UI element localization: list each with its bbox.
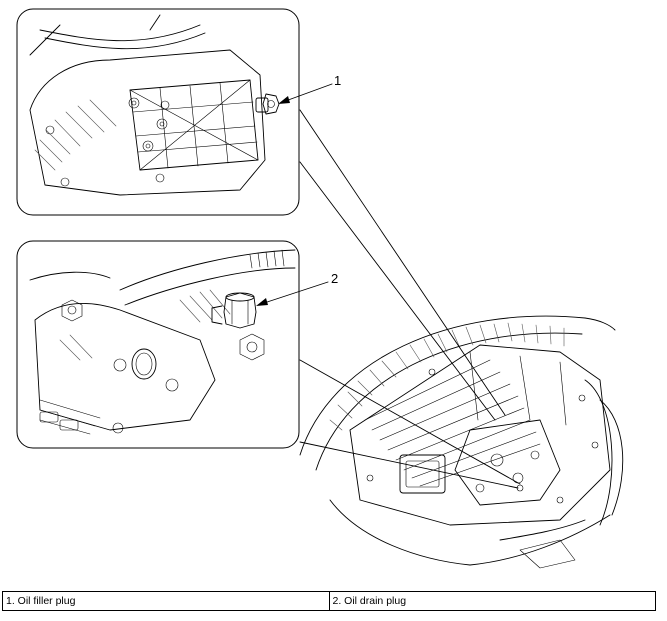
oil-filler-plug-part [255, 93, 280, 115]
vehicle-underbody-illustration [299, 315, 624, 569]
callout-number-2: 2 [331, 271, 338, 286]
parts-legend-table: 1. Oil filler plug 2. Oil drain plug [2, 591, 656, 611]
callout-arrow-2 [256, 281, 329, 306]
transmission-oil-plug-diagram: 1 2 [16, 8, 624, 569]
detail-panel-oil-drain-plug [16, 240, 300, 449]
legend-cell-oil-drain-plug: 2. Oil drain plug [328, 591, 656, 611]
legend-cell-oil-filler-plug: 1. Oil filler plug [2, 591, 330, 611]
oil-drain-plug-part [211, 292, 257, 329]
detail-leader-lines [299, 109, 521, 489]
callout-number-1: 1 [334, 73, 341, 88]
detail-panel-oil-filler-plug [16, 8, 300, 216]
callout-arrow-1 [278, 83, 333, 104]
legend-row: 1. Oil filler plug 2. Oil drain plug [2, 591, 656, 611]
